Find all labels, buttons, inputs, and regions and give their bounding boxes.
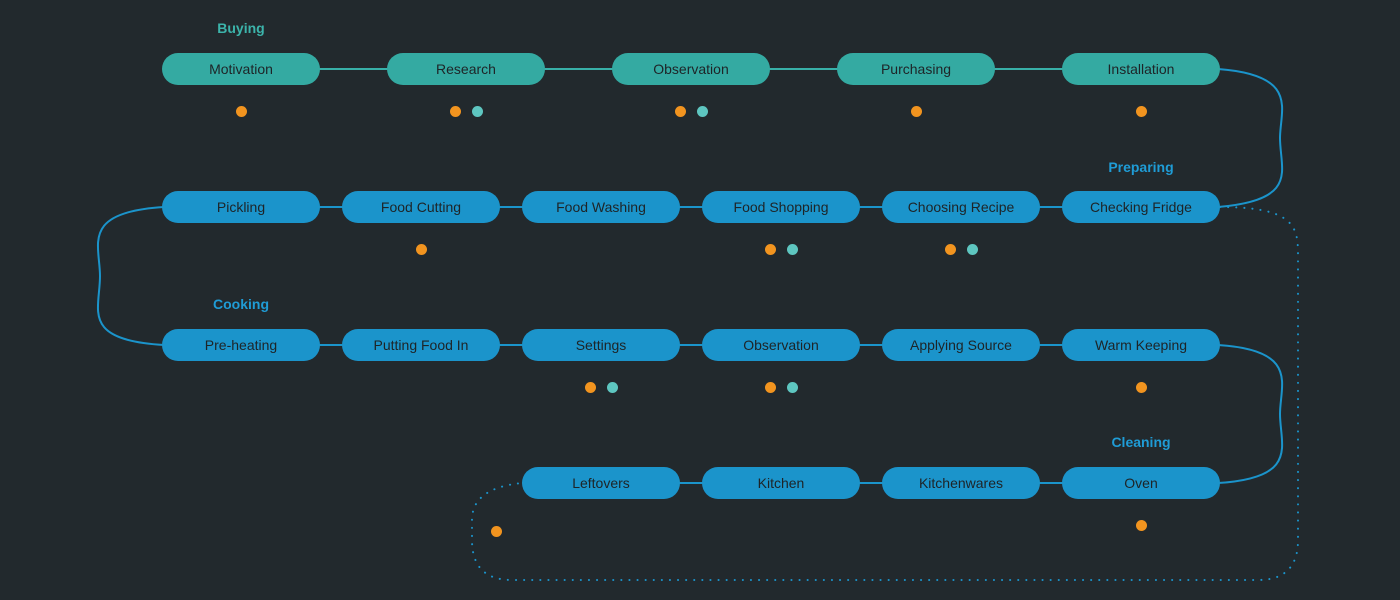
- indicator-dot-teal: [786, 381, 798, 393]
- indicator-dot-orange: [584, 381, 596, 393]
- phase-label-buying: Buying: [217, 20, 265, 36]
- step-purchasing[interactable]: Purchasing: [837, 53, 995, 85]
- indicator-dot-orange: [235, 105, 247, 117]
- indicator-dot-orange: [415, 243, 427, 255]
- phase-label-cleaning: Cleaning: [1111, 434, 1171, 450]
- step-putting-food-in[interactable]: Putting Food In: [342, 329, 500, 361]
- step-food-shopping[interactable]: Food Shopping: [702, 191, 860, 223]
- step-checking-fridge[interactable]: Checking Fridge: [1062, 191, 1220, 223]
- indicator-dot-orange: [1135, 105, 1147, 117]
- indicator-dot-orange: [449, 105, 461, 117]
- indicator-dot-teal: [606, 381, 618, 393]
- step-kitchenwares[interactable]: Kitchenwares: [882, 467, 1040, 499]
- indicator-dot-orange: [1135, 381, 1147, 393]
- indicator-dot-orange: [910, 105, 922, 117]
- step-applying-source[interactable]: Applying Source: [882, 329, 1040, 361]
- connector-dotted-return: [471, 206, 1300, 581]
- step-leftovers[interactable]: Leftovers: [522, 467, 680, 499]
- indicator-dot-orange: [1135, 519, 1147, 531]
- step-research[interactable]: Research: [387, 53, 545, 85]
- step-oven[interactable]: Oven: [1062, 467, 1220, 499]
- connector-curve-buying-preparing: [1217, 68, 1284, 208]
- step-food-washing[interactable]: Food Washing: [522, 191, 680, 223]
- step-warm-keeping[interactable]: Warm Keeping: [1062, 329, 1220, 361]
- connector-curve-cooking-cleaning: [1217, 344, 1284, 484]
- step-choosing-recipe[interactable]: Choosing Recipe: [882, 191, 1040, 223]
- indicator-dot-orange: [764, 243, 776, 255]
- step-installation[interactable]: Installation: [1062, 53, 1220, 85]
- step-pre-heating[interactable]: Pre-heating: [162, 329, 320, 361]
- step-observation-buying[interactable]: Observation: [612, 53, 770, 85]
- step-observation-cooking[interactable]: Observation: [702, 329, 860, 361]
- indicator-dot-teal: [696, 105, 708, 117]
- step-food-cutting[interactable]: Food Cutting: [342, 191, 500, 223]
- indicator-dot-orange: [944, 243, 956, 255]
- connector-curve-preparing-cooking: [96, 206, 165, 346]
- indicator-dot-teal: [966, 243, 978, 255]
- indicator-dot-orange: [490, 525, 502, 537]
- indicator-dot-orange: [764, 381, 776, 393]
- phase-label-preparing: Preparing: [1108, 159, 1174, 175]
- indicator-dot-teal: [471, 105, 483, 117]
- step-settings[interactable]: Settings: [522, 329, 680, 361]
- indicator-dot-teal: [786, 243, 798, 255]
- step-kitchen[interactable]: Kitchen: [702, 467, 860, 499]
- phase-label-cooking: Cooking: [213, 296, 269, 312]
- step-motivation[interactable]: Motivation: [162, 53, 320, 85]
- indicator-dot-orange: [674, 105, 686, 117]
- step-pickling[interactable]: Pickling: [162, 191, 320, 223]
